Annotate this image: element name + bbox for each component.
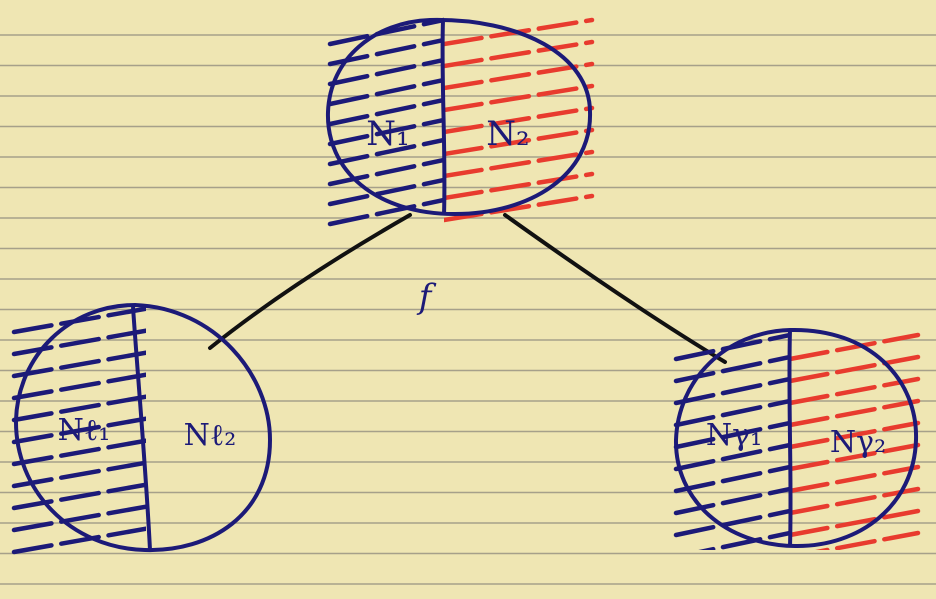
hatch-stroke (673, 398, 789, 428)
hatch-stroke (11, 438, 146, 467)
hatch-stroke (327, 137, 444, 167)
hatch-stroke (789, 376, 921, 406)
hatch-stroke (815, 530, 921, 550)
ruled-lines (0, 34, 936, 585)
hatch-stroke (327, 197, 444, 227)
node-left-divider (131, 306, 152, 551)
hatch-stroke (698, 530, 789, 550)
hatch-stroke (673, 508, 789, 538)
node-top: N₁ N₂ (325, 17, 595, 227)
node-top-left-label: N₁ (366, 114, 409, 154)
node-top-right-label: N₂ (486, 114, 529, 154)
hatch-stroke (673, 442, 789, 472)
node-right-right-label: Nγ₂ (830, 425, 886, 460)
hatch-stroke (327, 157, 444, 187)
hatch-stroke (789, 398, 921, 428)
hatch-stroke (327, 57, 444, 87)
hatch-stroke (11, 350, 146, 379)
edge-top-to-left (208, 213, 412, 350)
node-right-outline (673, 327, 919, 549)
hatch-stroke (327, 117, 444, 147)
node-top-divider (440, 19, 447, 216)
node-right-left-label: Nγ₁ (706, 418, 762, 453)
hatch-stroke (673, 420, 789, 450)
hatch-left-left (11, 306, 146, 555)
hatch-stroke (789, 420, 921, 450)
hatch-stroke (444, 171, 595, 201)
hatch-stroke (789, 464, 921, 494)
hatch-stroke (11, 504, 146, 533)
hatch-stroke (444, 127, 595, 157)
hatch-stroke (789, 508, 921, 538)
hatch-stroke (327, 97, 444, 127)
hatch-top-left (327, 17, 444, 227)
hatch-stroke (444, 105, 595, 135)
hatch-top-right (444, 17, 595, 223)
hatch-stroke (673, 486, 789, 516)
node-left-outline (13, 302, 273, 553)
node-right-divider (787, 329, 793, 547)
hatch-stroke (444, 39, 595, 69)
hatch-stroke (444, 149, 595, 179)
hatch-stroke (444, 61, 595, 91)
hatch-stroke (11, 394, 146, 423)
node-left: Nℓ₁ Nℓ₂ (11, 302, 273, 555)
hatch-stroke (11, 416, 146, 445)
hatch-stroke (327, 37, 444, 67)
hatch-stroke (673, 464, 789, 494)
hatch-stroke (327, 17, 444, 47)
hatch-stroke (11, 372, 146, 401)
hatch-right-right (789, 332, 921, 550)
hatch-stroke (11, 526, 146, 555)
hatch-stroke (327, 77, 444, 107)
hatch-stroke (789, 354, 921, 384)
hatch-stroke (11, 460, 146, 489)
hatch-stroke (11, 328, 146, 357)
hatch-stroke (789, 442, 921, 472)
hatch-stroke (11, 306, 146, 335)
node-left-right-label: Nℓ₂ (184, 418, 237, 453)
hatch-stroke (327, 177, 444, 207)
node-top-outline (325, 17, 593, 217)
hatch-stroke (789, 332, 921, 362)
hatch-stroke (444, 83, 595, 113)
hatch-stroke (789, 486, 921, 516)
edge-top-to-right (503, 213, 727, 364)
node-right: Nγ₁ Nγ₂ (673, 327, 921, 550)
hatch-stroke (11, 482, 146, 511)
node-left-left-label: Nℓ₁ (58, 413, 111, 448)
hatch-stroke (673, 376, 789, 406)
hatch-stroke (444, 193, 595, 223)
